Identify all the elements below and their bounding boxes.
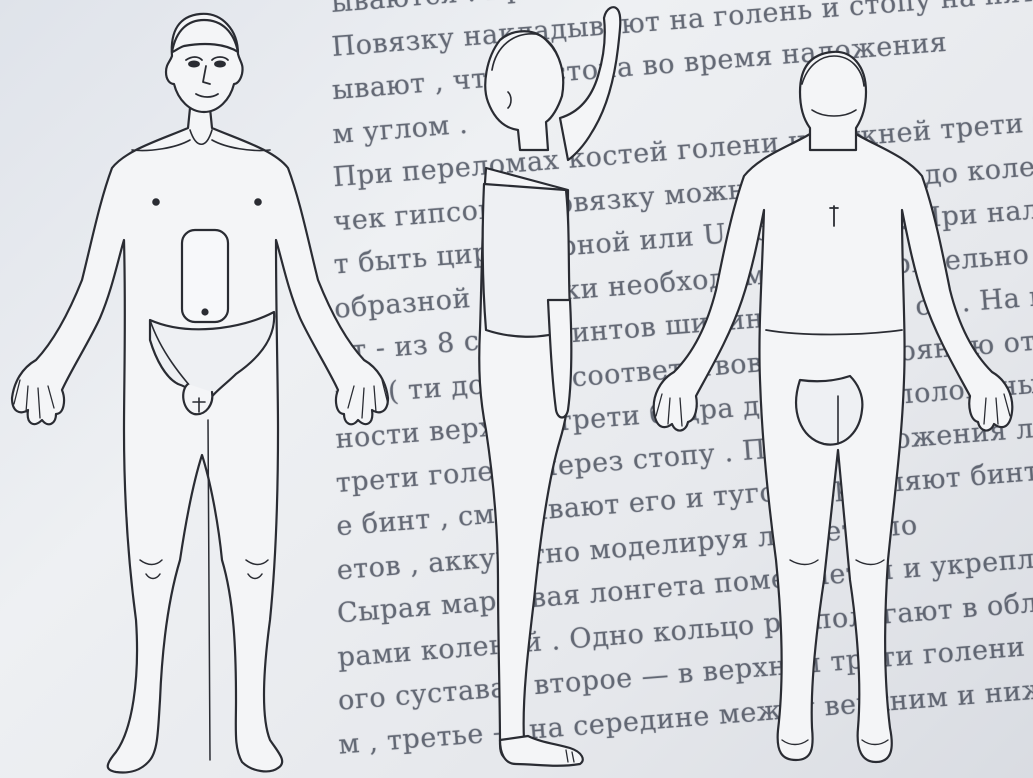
side-view-figure <box>479 7 620 766</box>
front-body-outline <box>12 108 388 773</box>
back-hip-bandage <box>796 376 862 445</box>
back-body-outline <box>654 134 1013 762</box>
side-raised-arm <box>560 7 620 160</box>
front-view-figure <box>12 14 388 773</box>
back-view-figure <box>654 52 1013 762</box>
front-abdominal-window <box>182 230 228 322</box>
side-head <box>485 31 563 150</box>
side-foot <box>500 736 583 766</box>
